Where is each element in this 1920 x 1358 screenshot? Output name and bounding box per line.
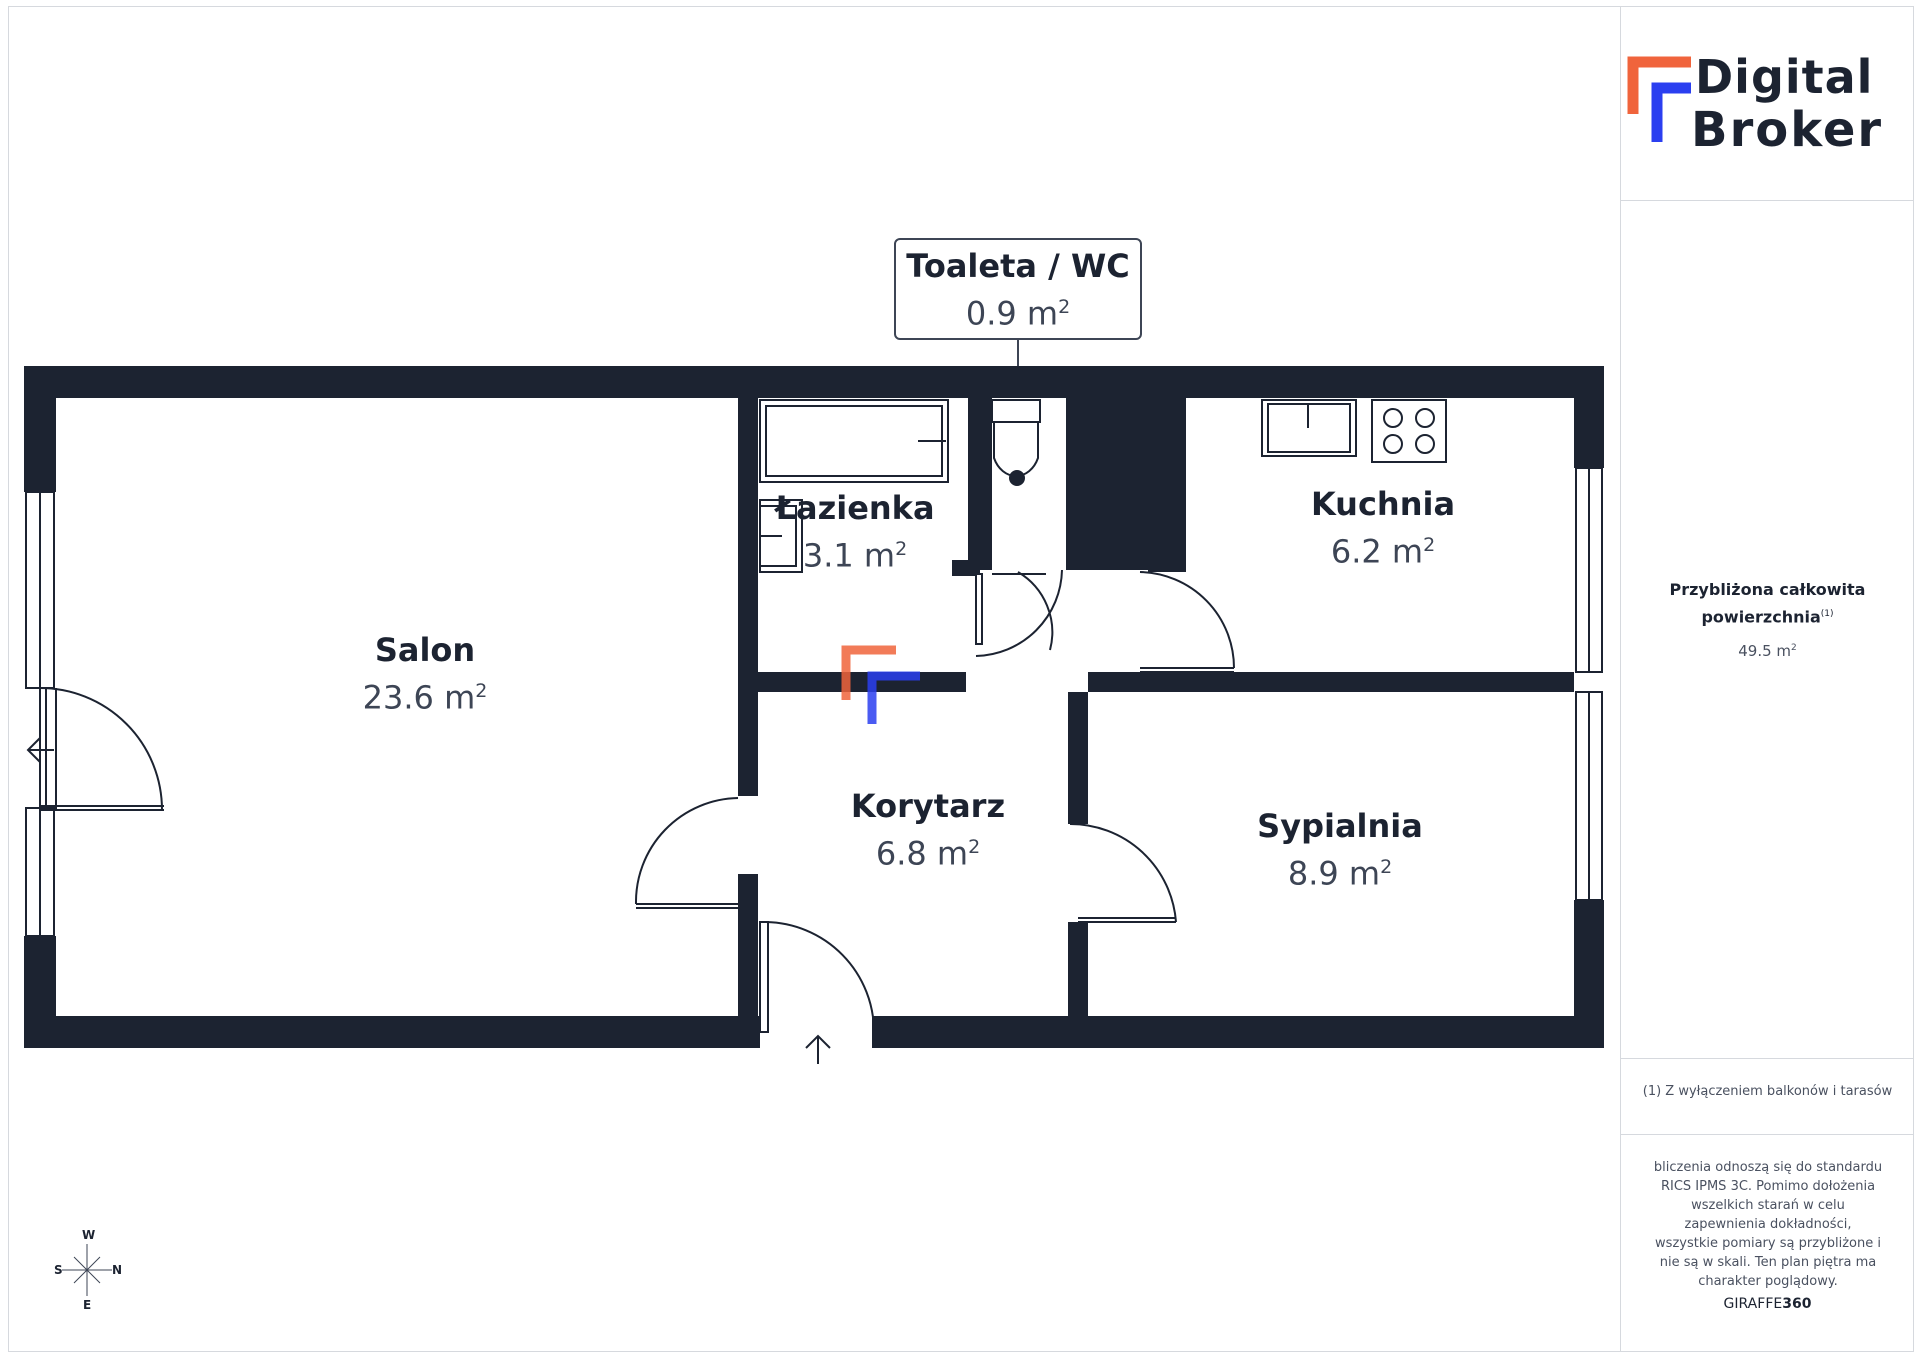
room-area: 3.1 m2 xyxy=(802,536,908,575)
total-area: Przybliżona całkowita powierzchnia(1) 49… xyxy=(1621,578,1914,662)
logo-line2: Broker xyxy=(1691,102,1884,158)
doors xyxy=(39,569,1235,1033)
compass-right: N xyxy=(112,1263,123,1277)
logo-line1: Digital xyxy=(1695,50,1874,104)
watermark-logo xyxy=(841,645,920,724)
room-name: Korytarz xyxy=(850,787,1006,825)
room-name: Salon xyxy=(374,631,476,669)
room-sypialnia: Sypialnia 8.9 m2 xyxy=(1257,806,1423,895)
room-area: 6.2 m2 xyxy=(1330,532,1436,571)
room-wc: Toaleta / WC 0.9 m2 xyxy=(906,246,1129,335)
room-area: 8.9 m2 xyxy=(1287,854,1393,893)
total-area-label: Przybliżona całkowita powierzchnia(1) xyxy=(1669,580,1866,627)
entry-arrows xyxy=(26,737,831,1064)
room-name: Łazienka xyxy=(775,489,935,527)
compass: W E S N xyxy=(52,1228,123,1312)
compass-bottom: E xyxy=(83,1298,92,1312)
room-kuchnia: Kuchnia 6.2 m2 xyxy=(1311,484,1455,573)
compass-left: S xyxy=(54,1263,63,1277)
room-korytarz: Korytarz 6.8 m2 xyxy=(851,786,1005,875)
divider xyxy=(1621,1058,1914,1059)
divider xyxy=(1621,1134,1914,1135)
divider xyxy=(1621,200,1914,201)
room-name: Kuchnia xyxy=(1310,485,1456,523)
total-area-value: 49.5 m2 xyxy=(1738,642,1797,661)
brand-logo: Digital Broker xyxy=(1625,54,1911,158)
room-salon: Salon 23.6 m2 xyxy=(363,630,488,719)
room-area: 23.6 m2 xyxy=(362,678,488,717)
compass-rose-icon xyxy=(62,1244,112,1296)
footnote: (1) Z wyłączeniem balkonów i tarasów xyxy=(1642,1084,1893,1099)
provider-brand: GIRAFFE360 xyxy=(1723,1296,1812,1312)
room-wc-callout: Toaleta / WC 0.9 m2 xyxy=(894,238,1142,340)
room-name: Sypialnia xyxy=(1257,807,1423,845)
compass-top: W xyxy=(82,1228,96,1242)
room-area: 0.9 m2 xyxy=(965,294,1071,333)
room-lazienka: Łazienka 3.1 m2 xyxy=(775,488,934,577)
walls xyxy=(24,366,1604,1048)
room-name: Toaleta / WC xyxy=(906,247,1130,285)
room-area: 6.8 m2 xyxy=(875,834,981,873)
fixtures xyxy=(759,399,1447,573)
logo-mark-icon xyxy=(1627,56,1691,142)
page-frame xyxy=(8,6,1914,1352)
floor-plan xyxy=(24,340,1604,1064)
disclaimer: bliczenia odnoszą się do standardu RICS … xyxy=(1653,1160,1883,1289)
info-sidebar: Digital Broker Przybliżona całkowita pow… xyxy=(1620,6,1914,1352)
windows xyxy=(25,467,1603,937)
